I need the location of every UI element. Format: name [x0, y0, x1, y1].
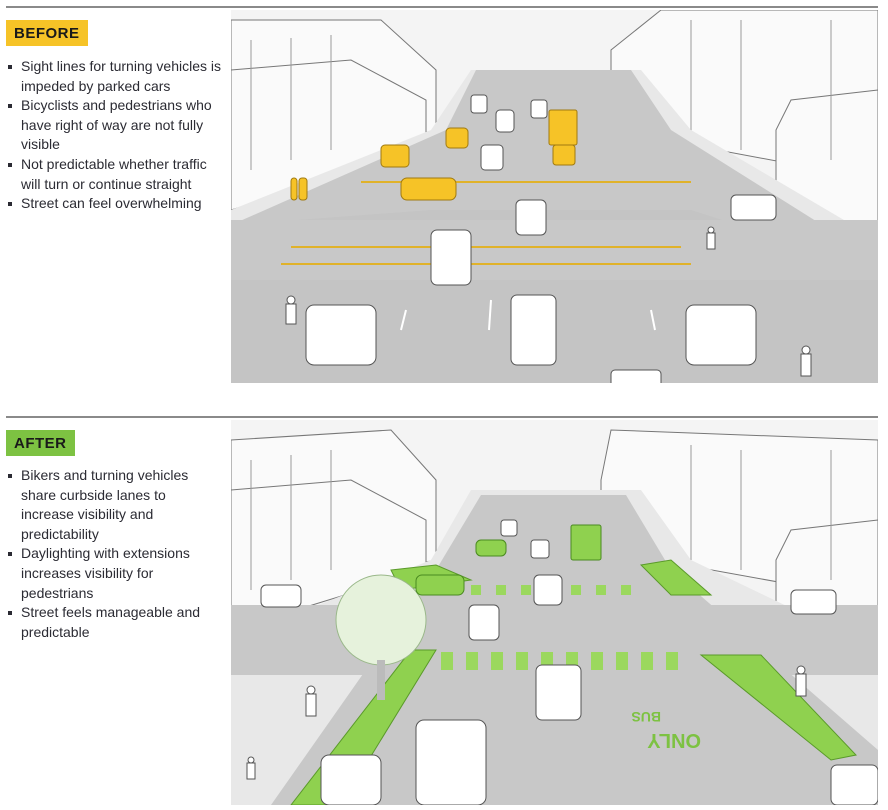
after-badge: AFTER [6, 430, 75, 456]
before-street-illustration [231, 10, 878, 383]
before-bullet-list: Sight lines for turning vehicles is impe… [6, 57, 221, 214]
after-bullet: Daylighting with extensions increases vi… [6, 544, 221, 603]
after-street-illustration: BUS ONLY [231, 420, 878, 805]
before-bullet: Street can feel overwhelming [6, 194, 221, 214]
before-bullet: Not predictable whether traffic will tur… [6, 155, 221, 194]
section-divider-before [6, 6, 878, 8]
road-marking-only: ONLY [647, 729, 701, 751]
before-bullet: Bicyclists and pedestrians who have righ… [6, 96, 221, 155]
section-divider-after [6, 416, 878, 418]
road-marking-bus: BUS [631, 709, 661, 725]
after-bullet: Street feels manageable and predictable [6, 603, 221, 642]
after-bullet: Bikers and turning vehicles share curbsi… [6, 466, 221, 544]
before-badge: BEFORE [6, 20, 88, 46]
after-bullet-list: Bikers and turning vehicles share curbsi… [6, 466, 221, 642]
before-bullet: Sight lines for turning vehicles is impe… [6, 57, 221, 96]
